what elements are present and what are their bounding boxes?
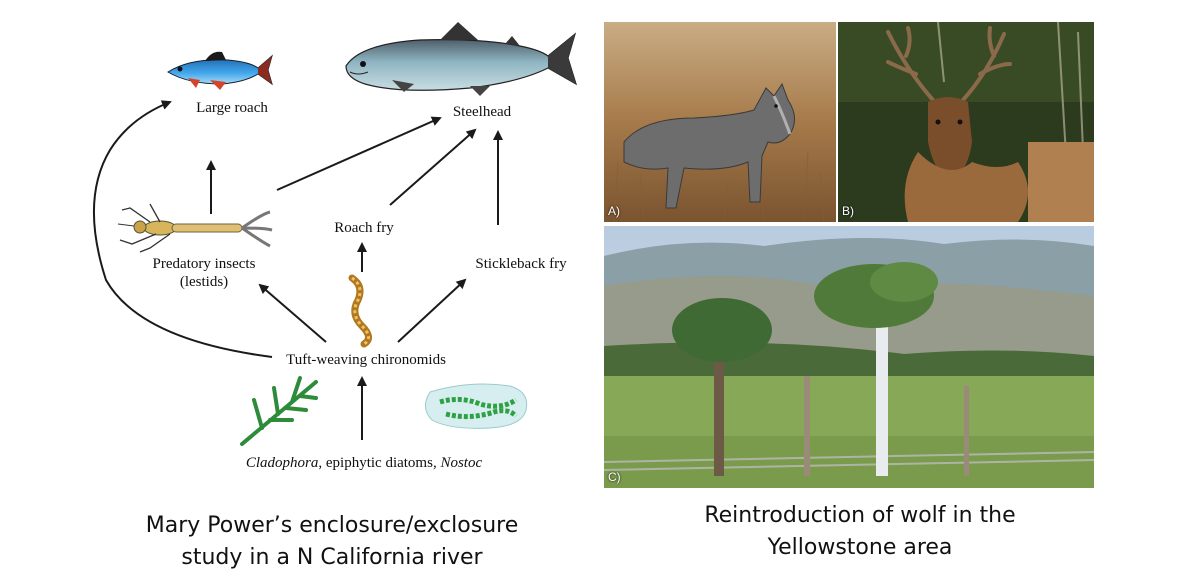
- label-epiphytic-diatoms: , epiphytic diatoms,: [318, 455, 440, 471]
- label-chironomids: Tuft-weaving chironomids: [286, 352, 446, 368]
- chironomid-illustration: [348, 274, 372, 348]
- label-stickleback-fry: Stickleback fry: [475, 256, 567, 272]
- tree-aspen: [814, 262, 938, 476]
- caption-food-web-line2: study in a N California river: [181, 545, 483, 570]
- caption-food-web: Mary Power’s enclosure/exclosure study i…: [92, 510, 572, 574]
- arrow-chironomids-to-roach: [93, 100, 273, 358]
- photo-wolf: A): [604, 22, 836, 222]
- photo-label-b: B): [842, 204, 854, 218]
- photo-label-c: C): [608, 470, 621, 484]
- photo-landscape: C): [604, 226, 1094, 488]
- caption-yellowstone-line1: Reintroduction of wolf in the: [704, 503, 1016, 528]
- arrow-insects-to-steelhead: [276, 116, 442, 191]
- arrow-roachfry-to-steelhead: [389, 128, 477, 206]
- label-steelhead: Steelhead: [453, 104, 512, 120]
- food-web-diagram: Large roach Steelhead Roach fry Predator…: [93, 22, 578, 471]
- arrow-chironomids-to-insects: [258, 283, 327, 343]
- cladophora-illustration: [240, 376, 318, 446]
- label-predatory-insects: Predatory insects: [153, 256, 256, 272]
- caption-yellowstone: Reintroduction of wolf in the Yellowston…: [630, 500, 1090, 564]
- label-roach-fry: Roach fry: [334, 220, 394, 236]
- predatory-insect-illustration: [117, 203, 273, 253]
- label-lestids: (lestids): [180, 274, 228, 290]
- photo-label-a: A): [608, 204, 620, 218]
- caption-food-web-line1: Mary Power’s enclosure/exclosure: [145, 513, 519, 538]
- arrow-chironomids-to-stickleback: [397, 278, 467, 343]
- landscape-image: [604, 226, 1094, 488]
- photo-elk: B): [838, 22, 1094, 222]
- label-large-roach: Large roach: [196, 100, 268, 116]
- wolf-image: [604, 22, 836, 222]
- tree-snag: [804, 376, 969, 476]
- elk-image: [838, 22, 1094, 222]
- steelhead-illustration: [345, 22, 578, 96]
- large-roach-illustration: [167, 51, 273, 90]
- tree-left: [672, 298, 772, 476]
- food-web-arrows: [93, 100, 503, 440]
- label-nostoc: Nostoc: [439, 455, 482, 471]
- label-cladophora: Cladophora: [246, 455, 319, 471]
- nostoc-illustration: [425, 383, 528, 429]
- caption-yellowstone-line2: Yellowstone area: [767, 535, 953, 560]
- label-producers: Cladophora, epiphytic diatoms, Nostoc: [246, 455, 483, 471]
